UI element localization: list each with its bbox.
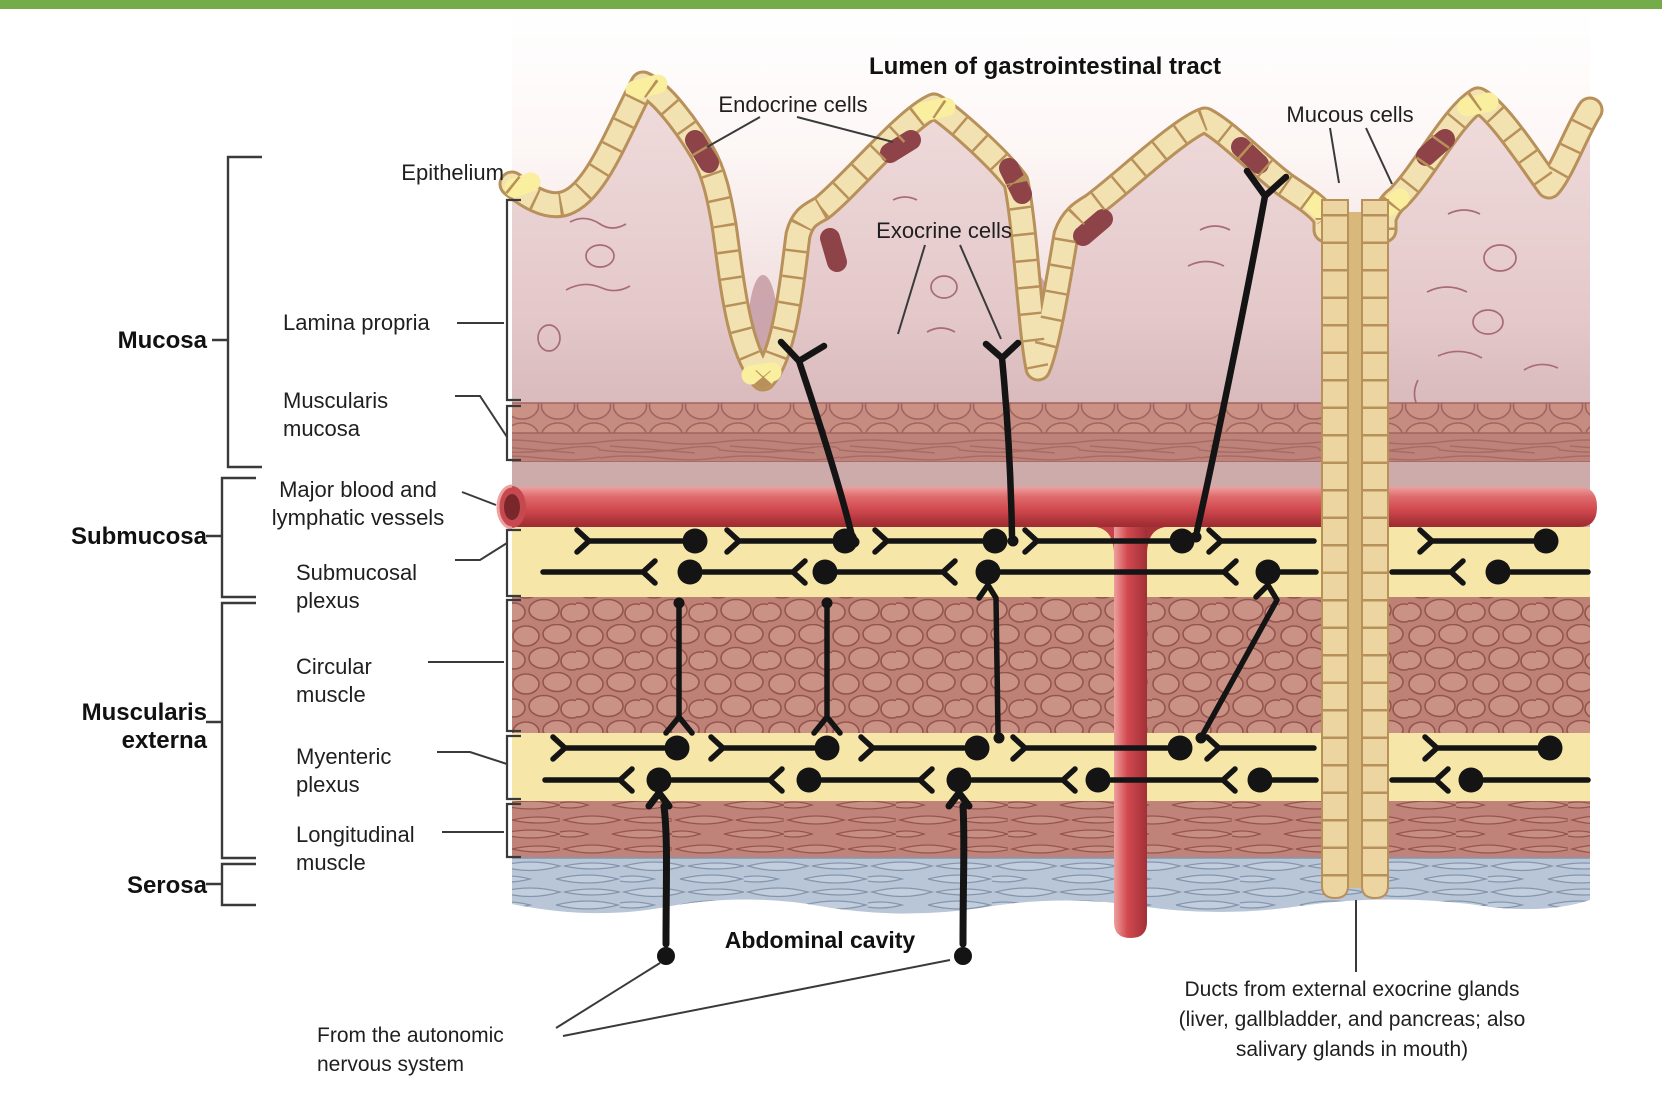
label-epithelium: Epithelium: [401, 160, 504, 185]
label-ducts-3: salivary glands in mouth): [1236, 1038, 1468, 1061]
blood-vessel-branch: [1096, 510, 1165, 938]
label-submucosal-plexus-2: plexus: [296, 588, 360, 613]
layer-circular-muscle: [512, 597, 1590, 733]
layer-muscularis-mucosa: [512, 402, 1590, 463]
label-lamina-propria: Lamina propria: [283, 310, 431, 335]
enteric-neurons: [540, 167, 1591, 948]
bracket-serosa: [206, 862, 256, 907]
label-autonomic-1: From the autonomic: [317, 1024, 504, 1047]
layer-longitudinal-muscle: [512, 801, 1590, 858]
bracket-submucosal-plexus: [505, 528, 521, 598]
label-muscularis-mucosa-2: mucosa: [283, 416, 361, 441]
bracket-submucosa: [206, 476, 256, 599]
label-muscularis-mucosa-1: Muscularis: [283, 388, 388, 413]
label-autonomic-2: nervous system: [317, 1053, 464, 1076]
figure-title: Lumen of gastrointestinal tract: [869, 53, 1221, 80]
label-myenteric-plexus-2: plexus: [296, 772, 360, 797]
epithelium-band: [498, 70, 1604, 392]
bracket-longitudinal-muscle: [505, 802, 521, 859]
bracket-muscularis-externa: [206, 601, 256, 860]
label-longitudinal-muscle-1: Longitudinal: [296, 822, 415, 847]
label-major-vessels-2: lymphatic vessels: [272, 505, 444, 530]
mucosal-nerve-fibers: [777, 167, 1290, 540]
bracket-circular-muscle: [505, 598, 521, 733]
label-endocrine-cells: Endocrine cells: [718, 92, 867, 117]
layer-serosa: [512, 857, 1590, 914]
exocrine-duct: [1321, 199, 1389, 900]
label-major-vessels-1: Major blood and: [279, 477, 437, 502]
label-mucous-cells: Mucous cells: [1286, 102, 1413, 127]
blood-vessel: [496, 484, 1597, 530]
endocrine-cells: [685, 129, 1455, 272]
bracket-muscularis-mucosa: [505, 404, 521, 462]
interplexus-connectors: [663, 582, 1280, 737]
label-longitudinal-muscle-2: muscle: [296, 850, 366, 875]
top-accent-bar: [0, 0, 1662, 9]
label-myenteric-plexus-1: Myenteric: [296, 744, 391, 769]
label-mucosa: Mucosa: [118, 327, 208, 354]
lamina-texture-squiggles: [537, 196, 1559, 411]
label-ducts-1: Ducts from external exocrine glands: [1185, 978, 1520, 1001]
group-brackets: [206, 155, 262, 907]
label-muscularis-externa-2: externa: [122, 727, 208, 754]
bracket-lamina-propria: [505, 198, 521, 402]
layer-brackets: [505, 198, 521, 859]
neuron-somas: [646, 528, 1563, 965]
label-circular-muscle-2: muscle: [296, 682, 366, 707]
layer-myenteric-plexus: [512, 733, 1590, 801]
label-circular-muscle-1: Circular: [296, 654, 372, 679]
autonomic-fibers: [645, 789, 973, 948]
label-submucosa: Submucosa: [71, 523, 208, 550]
submucosal-plexus-neurons: [540, 527, 1591, 586]
label-ducts-2: (liver, gallbladder, and pancreas; also: [1179, 1008, 1526, 1031]
label-submucosal-plexus-1: Submucosal: [296, 560, 417, 585]
label-serosa: Serosa: [127, 872, 208, 899]
myenteric-plexus-neurons: [542, 734, 1591, 794]
label-abdominal-cavity: Abdominal cavity: [725, 927, 916, 953]
bracket-mucosa: [212, 155, 262, 469]
pointer-lines: [428, 116, 1393, 1037]
label-exocrine-cells: Exocrine cells: [876, 218, 1012, 243]
epithelium-cell-ticks: [505, 73, 1599, 389]
label-muscularis-externa-1: Muscularis: [82, 699, 207, 726]
bracket-myenteric-plexus: [505, 734, 521, 801]
